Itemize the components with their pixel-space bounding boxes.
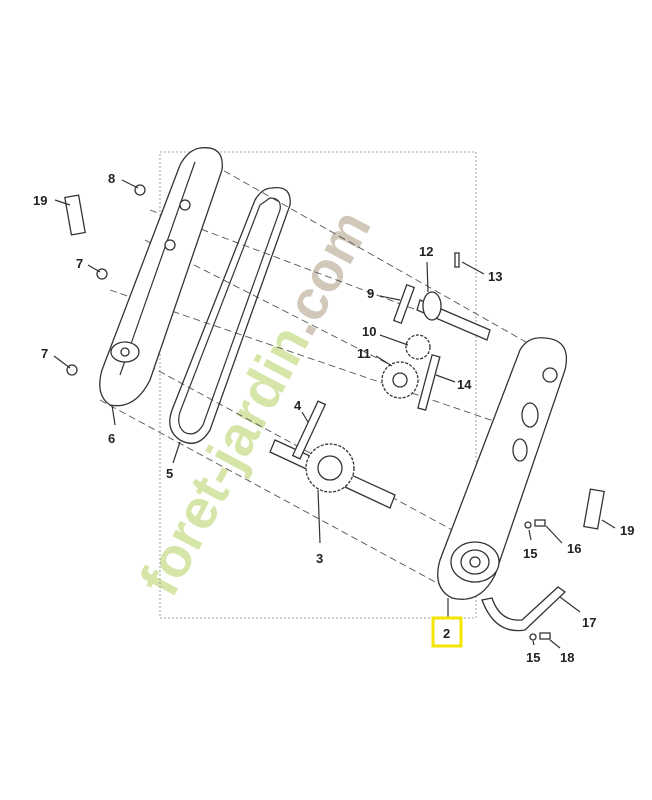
gasket-inner: [178, 197, 281, 435]
callout-9[interactable]: 9: [367, 286, 374, 301]
leader-lines: [53, 179, 616, 649]
callout-7[interactable]: 7: [76, 256, 83, 271]
callout-10[interactable]: 10: [362, 324, 376, 339]
callout-7[interactable]: 7: [41, 346, 48, 361]
callout-2[interactable]: 2: [443, 626, 450, 641]
callout-8[interactable]: 8: [108, 171, 115, 186]
callout-19[interactable]: 19: [620, 523, 634, 538]
highlight-box-part-2: [431, 616, 463, 648]
drive-shaft-sprocket: [269, 400, 396, 509]
callout-14[interactable]: 14: [457, 377, 472, 392]
callout-16[interactable]: 16: [567, 541, 581, 556]
callout-15[interactable]: 15: [526, 650, 540, 665]
gasket: [169, 186, 291, 444]
callout-6[interactable]: 6: [108, 431, 115, 446]
callout-13[interactable]: 13: [488, 269, 502, 284]
callout-11[interactable]: 11: [357, 346, 371, 361]
callout-5[interactable]: 5: [166, 466, 173, 481]
callout-15[interactable]: 15: [523, 546, 537, 561]
right-chain-case-cover: [437, 337, 568, 600]
callout-17[interactable]: 17: [582, 615, 596, 630]
left-chain-case-cover: [99, 147, 223, 407]
callout-3[interactable]: 3: [316, 551, 323, 566]
callout-labels: 19 8 7 7 6 5 4 3 2 9 10 11 12 13 14 15 1…: [33, 171, 634, 665]
callout-12[interactable]: 12: [419, 244, 433, 259]
upper-sprockets: [381, 252, 491, 411]
callout-4[interactable]: 4: [294, 398, 302, 413]
assembly-boundary: [159, 151, 477, 619]
callout-18[interactable]: 18: [560, 650, 574, 665]
callout-19[interactable]: 19: [33, 193, 47, 208]
